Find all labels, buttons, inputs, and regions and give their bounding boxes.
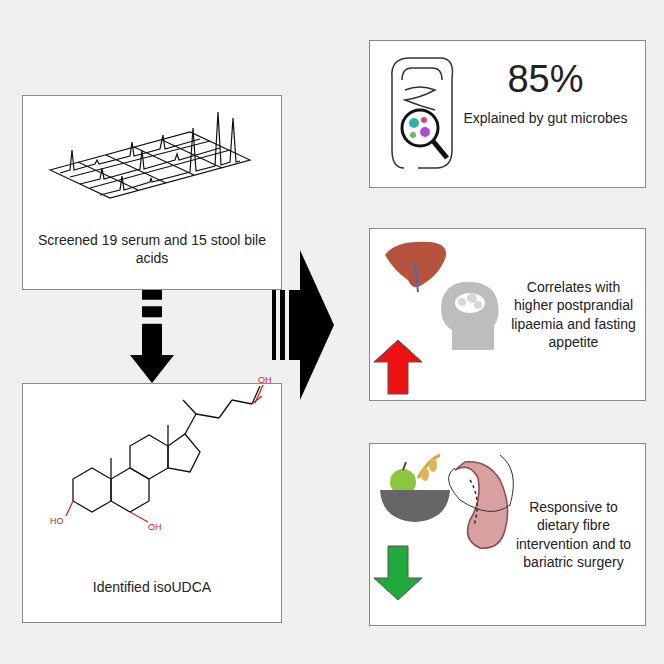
info-box: Responsive to dietary fibre intervention… (369, 443, 646, 626)
box-text: Responsive to dietary fibre intervention… (510, 498, 637, 571)
atom-label: OH (258, 376, 272, 385)
box-text: Identified isoUDCA (93, 578, 211, 596)
box-text: Screened 19 serum and 15 stool bile acid… (37, 231, 267, 267)
box-text: Explained by gut microbes (463, 109, 627, 127)
atom-label: HO (50, 517, 64, 526)
info-box: Screened 19 serum and 15 stool bile acid… (22, 95, 282, 290)
info-box: Identified isoUDCA (22, 383, 282, 623)
stat-number: 85% (507, 59, 583, 101)
box-text: Correlates with higher postprandial lipa… (510, 278, 637, 351)
atom-label: OH (148, 523, 162, 532)
block-arrow (130, 290, 174, 383)
